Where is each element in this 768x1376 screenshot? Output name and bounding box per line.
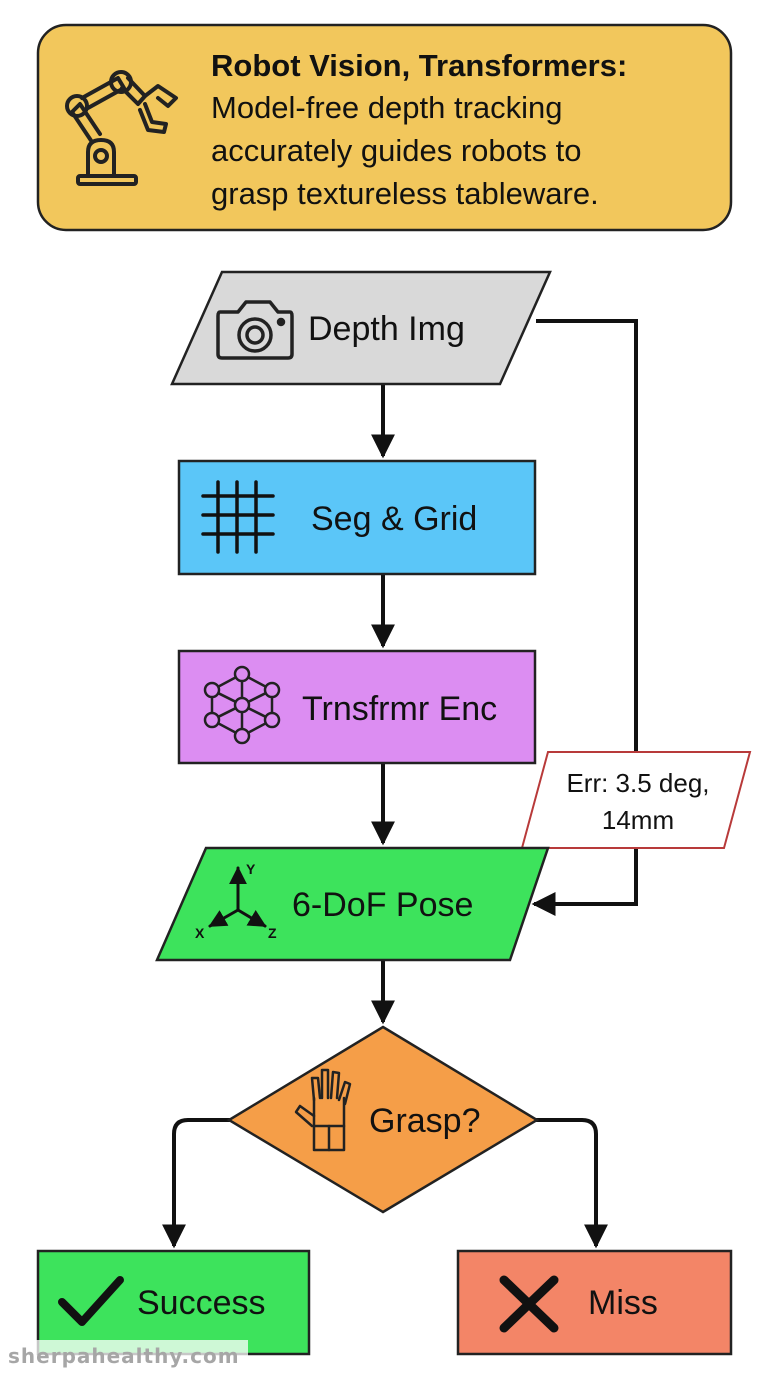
header-line-1: Model-free depth tracking [211,90,563,125]
arrow-decision-to-success [162,1118,232,1249]
header-line-3: grasp textureless tableware. [211,176,599,211]
depth-img-shape [170,270,552,386]
header-box: Robot Vision, Transformers: Model-free d… [36,23,733,232]
axis-label-z: Z [268,925,277,941]
decision-label: Grasp? [369,1102,481,1140]
miss-label: Miss [588,1284,658,1322]
depth-img-label: Depth Img [308,310,465,348]
decision-node: Grasp? [226,1025,540,1214]
success-node: Success [36,1249,311,1356]
header-line-2: accurately guides robots to [211,133,582,168]
decision-shape [226,1025,540,1214]
axis-label-y: Y [246,861,256,877]
robot-arm-icon [65,70,178,186]
success-label: Success [137,1284,266,1322]
pose-node: Y X Z 6-DoF Pose [155,846,550,962]
pose-shape [155,846,550,962]
transformer-node: Trnsfrmr Enc [177,649,537,765]
error-note-line-1: Err: 3.5 deg, [566,768,709,798]
pose-label: 6-DoF Pose [292,886,473,924]
header-background [36,23,733,232]
miss-node: Miss [456,1249,733,1356]
axis-label-x: X [195,925,205,941]
error-note-shape [520,751,752,849]
arrow-decision-to-miss [534,1118,608,1249]
watermark: sherpahealthy.com [0,1340,248,1372]
xyz-axes-icon [208,866,267,928]
header-title: Robot Vision, Transformers: [211,48,627,83]
robot-hand-icon [294,1068,352,1152]
error-note: Err: 3.5 deg, 14mm [520,751,752,849]
miss-shape [456,1249,733,1356]
error-note-line-2: 14mm [602,805,674,835]
checkmark-icon [58,1276,124,1326]
arrow-depth-to-pose-bypass [531,319,638,916]
camera-icon [216,300,294,360]
seg-grid-node: Seg & Grid [177,459,537,576]
seg-grid-label: Seg & Grid [311,500,477,538]
connectors [162,319,638,1249]
cross-icon [499,1275,559,1333]
grid-icon [201,480,275,554]
transformer-label: Trnsfrmr Enc [302,690,497,728]
neural-network-icon [203,665,281,745]
depth-img-node: Depth Img [170,270,552,386]
